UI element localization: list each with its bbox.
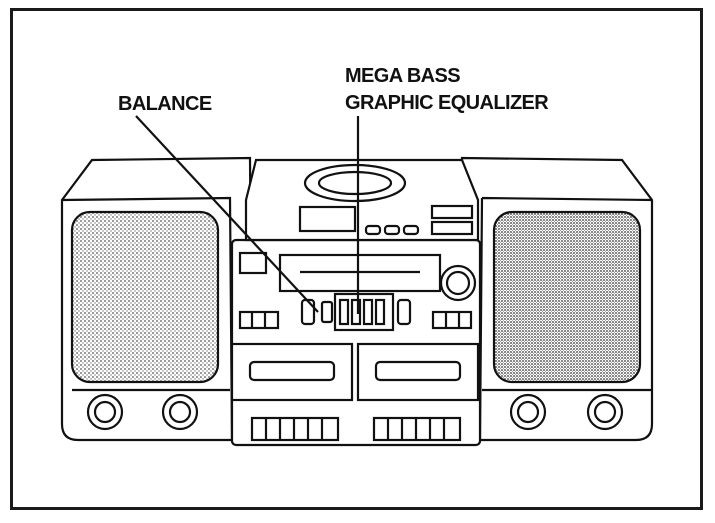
left-speaker-grille	[70, 210, 220, 384]
balance-leader-line	[135, 115, 319, 313]
power-button	[238, 251, 268, 275]
graphic-equalizer-label: GRAPHIC EQUALIZER	[345, 92, 549, 114]
balance-slider	[300, 298, 316, 326]
balance-label: BALANCE	[118, 93, 212, 115]
left-speaker	[60, 156, 254, 442]
cd-display	[298, 205, 357, 233]
right-speaker	[460, 156, 654, 442]
right-speaker-grille	[492, 210, 642, 384]
mega-bass-label: MEGA BASS	[345, 65, 460, 87]
mode-buttons-right	[431, 310, 473, 330]
center-unit	[230, 158, 482, 447]
mode-buttons-left	[238, 310, 280, 330]
